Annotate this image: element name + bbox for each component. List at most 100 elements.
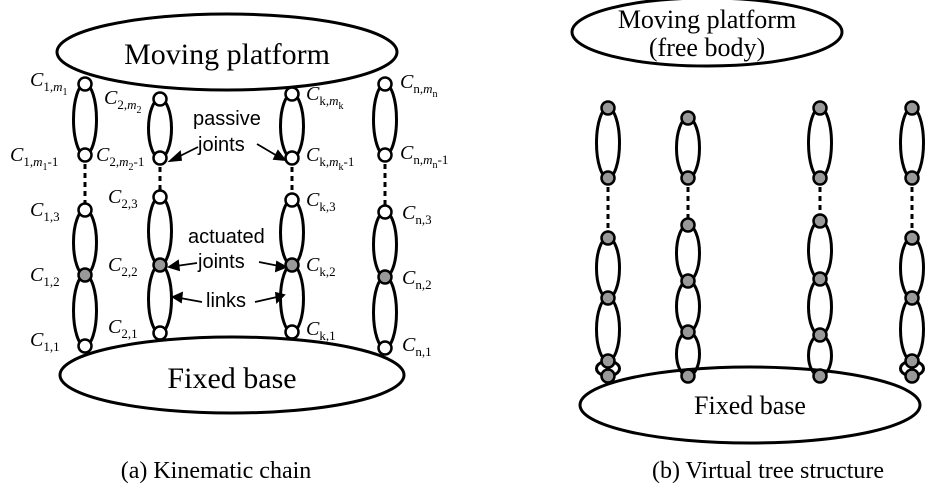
passive-joint (377, 147, 393, 163)
joint-label-c1-2: C1,2 (30, 264, 60, 289)
chain-1-labels: C1,m1 C1,m1-1 C1,3 C1,2 C1,1 (10, 69, 67, 354)
arrowhead-links-right (274, 291, 286, 304)
virtual-joint (904, 100, 920, 116)
link-top (372, 82, 398, 157)
joint-label-c1-m1: C1,m1 (30, 69, 67, 98)
virtual-joint (600, 353, 616, 369)
actuated-label-line1: actuated (188, 226, 265, 248)
virtual-joint (812, 213, 828, 229)
annotations: passive joints actuated joints links (188, 108, 265, 312)
virtual-joint (904, 290, 920, 306)
link-top (279, 92, 305, 160)
link-middle (807, 219, 833, 281)
arrowhead-actuated-right (274, 260, 289, 273)
virtual-tree-chains (595, 100, 925, 384)
passive-joint (284, 150, 300, 166)
passive-joint (377, 204, 393, 220)
chain-k-labels: Ck,mk Ck,mk-1 Ck,3 Ck,2 Ck,1 (306, 83, 354, 343)
passive-joint (77, 147, 93, 163)
link-top (899, 106, 925, 180)
virtual-joint (600, 290, 616, 306)
actuated-joint (77, 267, 93, 283)
virtual-joint (904, 230, 920, 246)
virtual-chain-4 (899, 100, 925, 384)
passive-joint (284, 86, 300, 102)
actuated-joint (284, 257, 300, 273)
link-middle (72, 208, 98, 277)
joint-label-c2-m2-minus-1: C2,m2-1 (96, 144, 144, 173)
moving-platform-free-label-line2: (free body) (649, 33, 765, 62)
passive-joint (152, 91, 168, 107)
fixed-base-ellipse (58, 335, 406, 415)
passive-joint (377, 340, 393, 356)
annotation-arrows (166, 143, 289, 304)
joint-label-cn-1: Cn,1 (402, 334, 432, 359)
virtual-chain-3 (807, 100, 833, 384)
link-bottom (72, 273, 98, 348)
arrowhead-links-left (171, 291, 184, 304)
link-top (595, 106, 621, 180)
joint-label-cn-mn: Cn,mn (400, 71, 437, 100)
passive-joint (77, 202, 93, 218)
joint-label-c2-3: C2,3 (108, 186, 138, 211)
passive-joint (152, 325, 168, 341)
caption-b: (b) Virtual tree structure (652, 458, 884, 484)
virtual-joint (812, 327, 828, 343)
virtual-joint (680, 110, 696, 126)
arrow-actuated-left (175, 262, 198, 267)
link-middle (899, 236, 925, 300)
joint-label-cn-2: Cn,2 (402, 267, 432, 292)
fixed-base-b-ellipse (578, 365, 922, 445)
actuated-label-line2: joints (197, 251, 245, 273)
virtual-joint (680, 324, 696, 340)
link-bottom (372, 275, 398, 350)
actuated-joint (377, 269, 393, 285)
caption-a: (a) Kinematic chain (121, 458, 312, 484)
passive-joint (152, 150, 168, 166)
joint-label-c1-3: C1,3 (30, 199, 60, 224)
virtual-joint (680, 273, 696, 289)
virtual-joint (600, 368, 616, 384)
link-bottom (279, 263, 305, 334)
virtual-joint (904, 170, 920, 186)
link-middle (675, 223, 701, 283)
passive-joint (77, 76, 93, 92)
arrow-links-left (179, 297, 203, 303)
figure-b: Moving platform (free body) Fixed base (… (570, 0, 925, 484)
passive-joint (284, 324, 300, 340)
joint-label-c1-m1-minus-1: C1,m1-1 (10, 144, 58, 173)
virtual-joint (812, 100, 828, 116)
arrowhead-passive-right (272, 149, 287, 162)
virtual-joint (812, 368, 828, 384)
arrowhead-passive-left (167, 150, 183, 163)
joint-label-c1-1: C1,1 (30, 329, 60, 354)
moving-platform-free-label-line1: Moving platform (618, 5, 796, 34)
chain-1 (72, 76, 98, 354)
chain-k (279, 86, 305, 340)
link-bottom (595, 296, 621, 363)
link-bottom (807, 277, 833, 337)
link-middle (372, 210, 398, 279)
link-bottom (899, 296, 925, 363)
virtual-joint (680, 170, 696, 186)
virtual-joint (600, 230, 616, 246)
links-label: links (206, 290, 246, 312)
link-middle (595, 236, 621, 300)
actuated-joint (152, 257, 168, 273)
virtual-joint (680, 217, 696, 233)
link-top (72, 82, 98, 157)
virtual-joint (680, 368, 696, 384)
chain-2-labels: C2,m2 C2,m2-1 C2,3 C2,2 C2,1 (96, 87, 144, 341)
passive-label-line2: joints (197, 134, 245, 156)
joint-label-cn-3: Cn,3 (402, 202, 432, 227)
kinematic-chains (72, 76, 398, 356)
chain-n-labels: Cn,mn Cn,mn-1 Cn,3 Cn,2 Cn,1 (400, 71, 448, 359)
chain-2 (147, 91, 173, 341)
virtual-joint (904, 353, 920, 369)
virtual-joint (904, 368, 920, 384)
fixed-base-label: Fixed base (167, 362, 296, 395)
joint-label-ck-2: Ck,2 (306, 254, 336, 279)
joint-label-ck-mk-minus-1: Ck,mk-1 (306, 144, 354, 173)
link-top (147, 97, 173, 160)
